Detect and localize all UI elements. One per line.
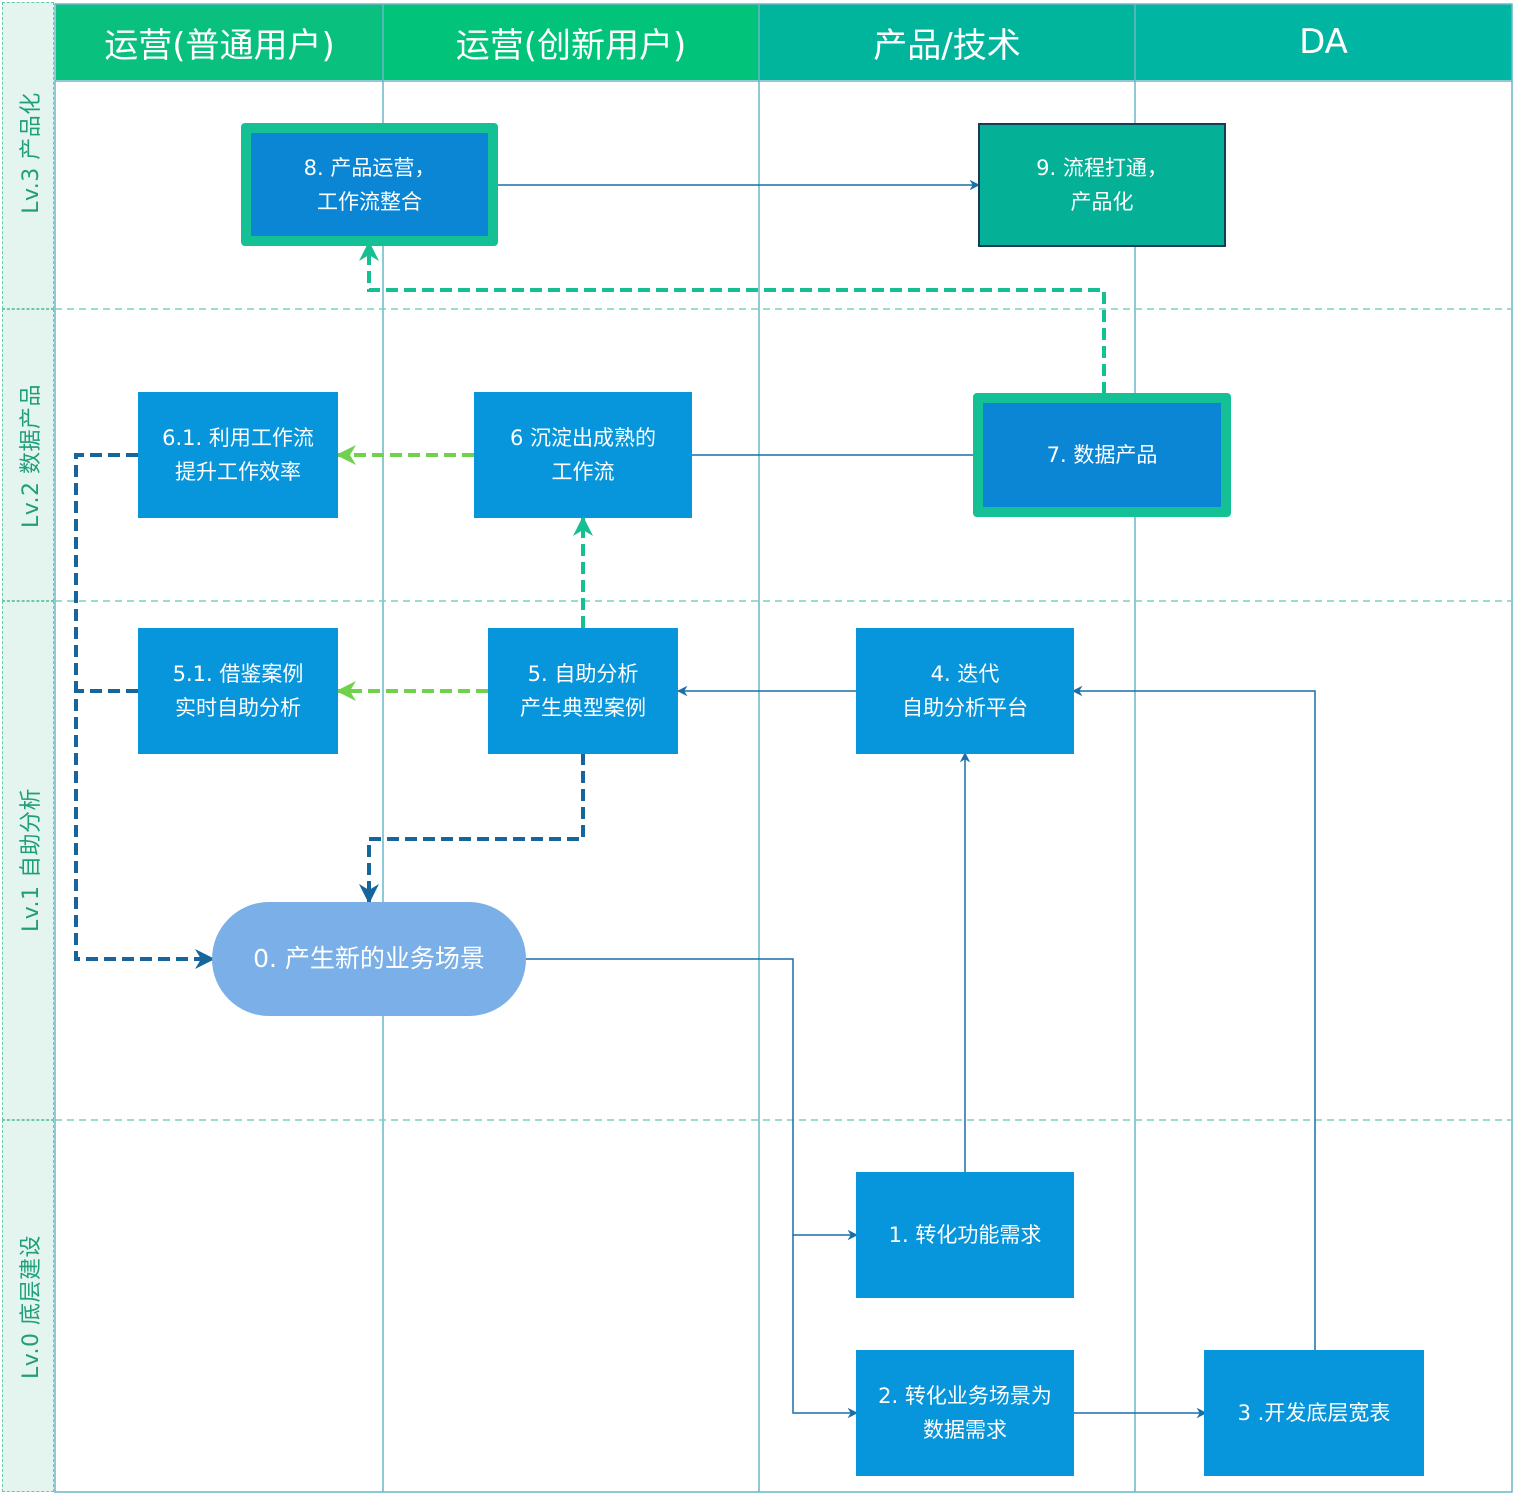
node-label: 5. 自助分析 产生典型案例	[520, 662, 646, 720]
node-4-iterate-platform[interactable]: 4. 迭代 自助分析平台	[856, 628, 1074, 754]
node-label: 6 沉淀出成熟的 工作流	[509, 426, 657, 484]
node-9-process-productize[interactable]: 9. 流程打通， 产品化	[978, 123, 1226, 247]
diagram-border	[54, 3, 1513, 1493]
node-6-1-workflow-efficiency[interactable]: 6.1. 利用工作流 提升工作效率	[138, 392, 338, 518]
node-label: 9. 流程打通， 产品化	[1036, 156, 1168, 214]
lane-lv1: Lv.1 自助分析	[2, 601, 54, 1120]
node-label: 6.1. 利用工作流 提升工作效率	[162, 426, 314, 484]
node-label: 0. 产生新的业务场景	[253, 944, 485, 973]
column-header-label: DA	[1299, 22, 1348, 62]
node-label: 8. 产品运营， 工作流整合	[303, 155, 436, 214]
node-label: 3 .开发底层宽表	[1237, 1401, 1391, 1425]
column-header-label: 运营(创新用户)	[455, 25, 687, 66]
node-label: 4. 迭代 自助分析平台	[902, 662, 1028, 720]
column-header-ops-normal: 运营(普通用户)	[56, 4, 383, 80]
lane-lv0: Lv.0 底层建设	[2, 1120, 54, 1492]
node-3-build-wide-table[interactable]: 3 .开发底层宽表	[1204, 1350, 1424, 1476]
node-label: 5.1. 借鉴案例 实时自助分析	[172, 662, 304, 720]
node-0-new-business-scenario[interactable]: 0. 产生新的业务场景	[212, 902, 526, 1016]
node-6-mature-workflow[interactable]: 6 沉淀出成熟的 工作流	[474, 392, 692, 518]
arrow-0-to-2	[792, 1235, 859, 1419]
arrow-5-to-0	[359, 753, 585, 904]
arrow-3-to-4	[1071, 685, 1316, 1351]
column-header-da: DA	[1135, 4, 1512, 80]
arrow-0-to-1	[525, 958, 859, 1241]
arrow-6-1-to-0	[74, 453, 215, 969]
node-2-data-requirement[interactable]: 2. 转化业务场景为 数据需求	[856, 1350, 1074, 1476]
node-5-self-analysis-cases[interactable]: 5. 自助分析 产生典型案例	[488, 628, 678, 754]
column-header-ops-innovative: 运营(创新用户)	[383, 4, 759, 80]
lane-lv3: Lv.3 产品化	[2, 2, 54, 309]
node-label: 2. 转化业务场景为 数据需求	[878, 1384, 1052, 1442]
lane-lv2: Lv.2 数据产品	[2, 309, 54, 601]
node-label: 1. 转化功能需求	[888, 1223, 1042, 1247]
node-8-product-ops[interactable]: 8. 产品运营， 工作流整合	[241, 123, 498, 246]
arrow-7-to-8	[359, 241, 1106, 394]
column-header-product-tech: 产品/技术	[759, 4, 1135, 80]
node-1-feature-requirement[interactable]: 1. 转化功能需求	[856, 1172, 1074, 1298]
column-header-label: 运营(普通用户)	[104, 25, 335, 66]
node-label: 7. 数据产品	[1046, 443, 1158, 467]
node-7-data-product[interactable]: 7. 数据产品	[973, 393, 1231, 517]
node-5-1-realtime-self-analysis[interactable]: 5.1. 借鉴案例 实时自助分析	[138, 628, 338, 754]
column-header-label: 产品/技术	[873, 25, 1021, 66]
